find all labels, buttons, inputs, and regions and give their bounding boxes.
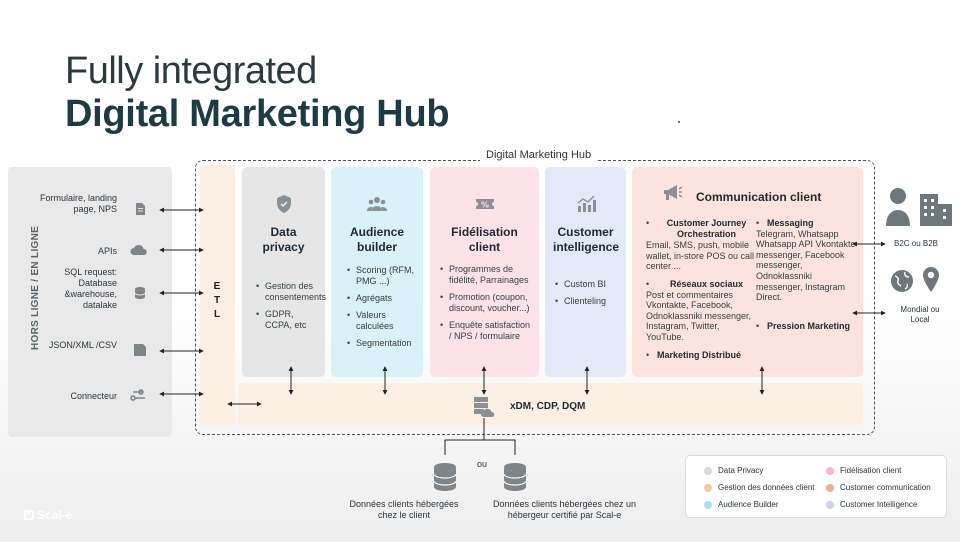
column-title: Customer intelligence — [553, 225, 620, 254]
list-item: Clienteling — [555, 296, 620, 307]
chart-icon — [577, 195, 596, 212]
intelligence-list: Custom BI Clienteling — [555, 279, 620, 313]
coupon-icon: % — [475, 199, 494, 210]
legend-item-communication: Customer communication — [826, 483, 931, 492]
or-label: ou — [477, 459, 488, 469]
source-label-sql: SQL request: Database &warehouse, datala… — [64, 267, 117, 310]
svg-text:%: % — [480, 201, 488, 210]
person-icon — [886, 188, 910, 226]
database-client-icon — [433, 463, 457, 491]
column-title: Fidélisation client — [451, 225, 518, 254]
mondial-label: Mondial ou Local — [900, 305, 940, 324]
globe-icon — [891, 270, 913, 292]
client-storage-label: Données clients hébergées chez le client — [349, 499, 459, 520]
cloud-icon — [130, 244, 147, 255]
column-title: Audience builder — [349, 225, 404, 254]
legend-dot — [826, 466, 834, 475]
source-label-apis: APIs — [97, 246, 117, 256]
source-label-json: JSON/XML /CSV — [48, 340, 117, 350]
audience-list: Scoring (RFM, PMG ...) Agrégats Valeurs … — [347, 265, 417, 355]
column-communication-client — [632, 167, 863, 377]
shield-icon — [276, 195, 291, 213]
people-icon — [367, 197, 387, 211]
list-item: Custom BI — [555, 279, 620, 290]
legend-dot — [826, 483, 834, 492]
social-block: • Réseaux sociaux Post et commentaires V… — [646, 279, 756, 343]
social-text: Post et commentaires Vkontakte, Facebook… — [646, 289, 752, 342]
list-item: Scoring (RFM, PMG ...) — [347, 265, 417, 287]
title-line1: Fully integrated — [65, 50, 317, 92]
etl-letters: E T L — [212, 280, 222, 322]
column-data-privacy: Data privacy Gestion des consentements G… — [242, 167, 326, 377]
hub-label: Digital Marketing Hub — [480, 149, 598, 161]
list-item: GDPR, CCPA, etc — [256, 309, 319, 331]
column-fidelisation: % Fidélisation client Programmes de fidé… — [430, 167, 539, 377]
pression-title: Pression Marketing — [767, 321, 851, 331]
distrib-title: Marketing Distribué — [657, 350, 742, 360]
title-line2: Digital Marketing Hub — [65, 93, 450, 135]
document-icon — [136, 203, 145, 215]
list-item: Promotion (coupon, discount, voucher...) — [440, 292, 533, 314]
legend-item-data-privacy: Data Privacy — [704, 466, 763, 475]
source-label-formulaire: Formulaire, landing page, NPS — [39, 193, 117, 214]
legend-dot — [704, 466, 712, 475]
etl-letter-t: T — [213, 295, 221, 306]
list-item: Segmentation — [347, 338, 417, 349]
database-icon — [134, 287, 146, 299]
legend-dot — [826, 500, 834, 509]
connector-icon — [130, 389, 145, 401]
legend-item-intelligence: Customer Intelligence — [826, 500, 917, 509]
list-item: Gestion des consentements — [256, 281, 326, 303]
legend-item-audience: Audience Builder — [704, 500, 778, 509]
b2c-label: B2C ou B2B — [893, 239, 939, 248]
cjo-block: • Customer Journey Orchestration Email, … — [646, 218, 755, 272]
communication-title: Communication client — [696, 190, 822, 204]
server-cloud-icon — [474, 397, 495, 417]
database-hosted-icon — [503, 463, 527, 491]
column-title: Data privacy — [262, 225, 305, 254]
list-item: Valeurs calculées — [347, 310, 417, 332]
legend: Data Privacy Fidélisation client Gestion… — [685, 455, 947, 518]
column-audience-builder: Audience builder Scoring (RFM, PMG ...) … — [331, 167, 423, 377]
hosted-storage-label: Données clients hébergées chez un héberg… — [492, 499, 637, 520]
source-label-connecteur: Connecteur — [70, 391, 117, 401]
fidelisation-list: Programmes de fidélité, Parrainages Prom… — [440, 264, 533, 348]
distrib-block: • Marketing Distribué — [646, 350, 742, 360]
privacy-list: Gestion des consentements GDPR, CCPA, et… — [256, 281, 326, 337]
social-title: Réseaux sociaux — [669, 279, 744, 289]
etl-letter-e: E — [213, 281, 221, 292]
list-item: Enquête satisfaction / NPS / formulaire — [440, 320, 533, 342]
cjo-title: Customer Journey Orchestration — [666, 218, 747, 239]
pression-block: • Pression Marketing — [756, 321, 851, 331]
messaging-block: • Messaging Telegram, Whatsapp Whatsapp … — [756, 218, 860, 303]
cjo-text: Email, SMS, push, mobile wallet, in-stor… — [646, 240, 755, 272]
messaging-text: Telegram, Whatsapp Whatsapp API Vkontakt… — [756, 228, 856, 303]
brand-mark-icon — [24, 508, 34, 520]
column-customer-intelligence: Customer intelligence Custom BI Clientel… — [545, 167, 626, 377]
legend-item-gestion: Gestion des données client — [704, 483, 815, 492]
brand-name: Scal-e — [37, 508, 73, 522]
brand-logo: Scal-e — [24, 508, 72, 522]
xdm-bar — [238, 383, 863, 425]
legend-dot — [704, 500, 712, 509]
legend-dot — [704, 483, 712, 492]
legend-item-fidelisation: Fidélisation client — [826, 466, 901, 475]
stray-dot — [678, 121, 680, 123]
link-storage — [444, 418, 516, 455]
etl-letter-l: L — [213, 309, 221, 320]
messaging-title: Messaging — [767, 218, 814, 228]
list-item: Agrégats — [347, 293, 417, 304]
file-icon — [134, 344, 146, 356]
xdm-label: xDM, CDP, DQM — [510, 401, 586, 412]
list-item: Programmes de fidélité, Parrainages — [440, 264, 533, 286]
megaphone-icon — [664, 185, 683, 200]
building-icon — [920, 194, 952, 226]
etl-column — [200, 165, 235, 425]
location-pin-icon — [923, 267, 939, 292]
